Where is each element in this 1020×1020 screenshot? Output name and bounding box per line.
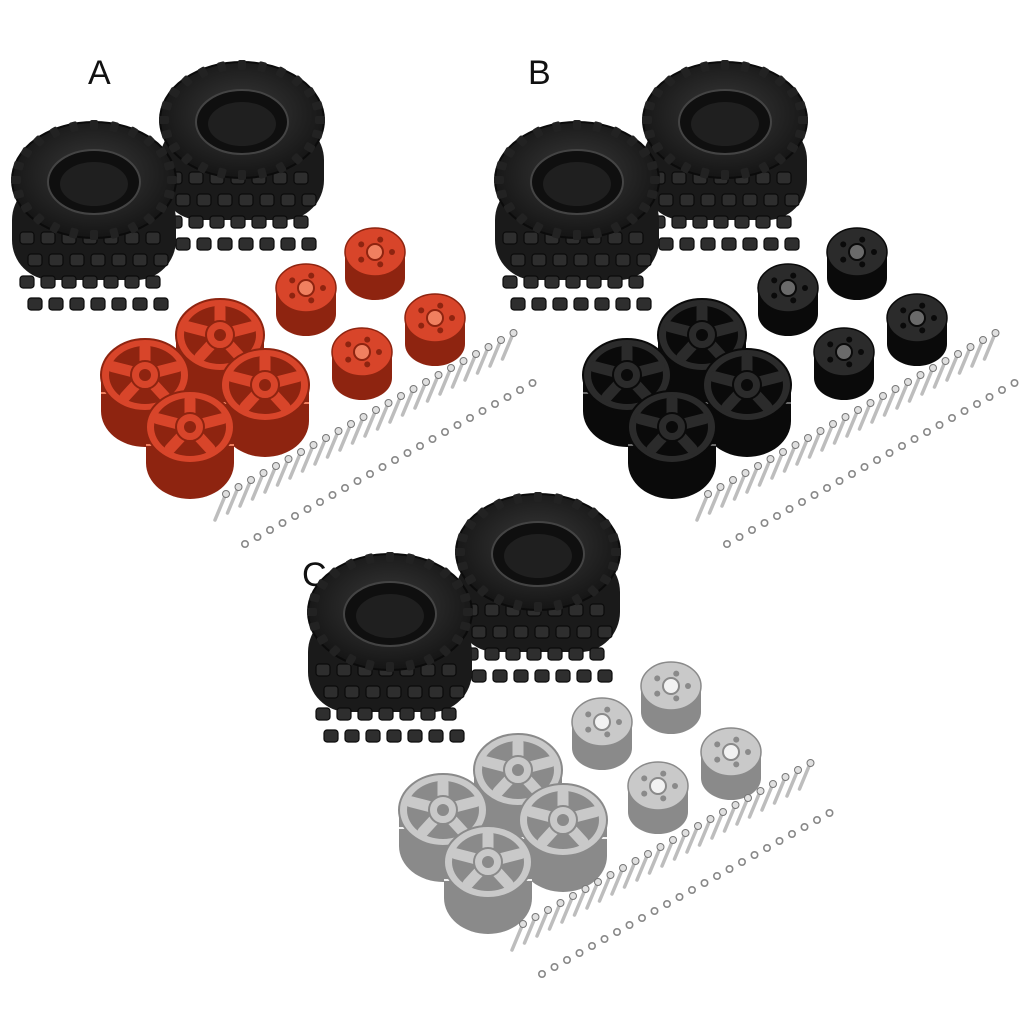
variant-label-b: B: [528, 54, 551, 92]
screw-set-a: [213, 329, 537, 549]
wheel-rim-a-2: [100, 338, 190, 447]
wheel-rim-a-4: [145, 390, 235, 499]
wheel-rim-a-3: [220, 348, 310, 457]
hub-a-4: [331, 327, 393, 400]
tire-c-front: [307, 552, 473, 743]
hub-c-2: [571, 697, 633, 770]
wheel-rim-set-a: [100, 298, 310, 499]
screw-set-b: [695, 329, 1019, 549]
tire-set-b: [494, 60, 808, 311]
tire-c-back: [455, 492, 621, 683]
hub-set-a: [275, 227, 466, 400]
hub-set-c: [571, 661, 762, 834]
tire-set-c: [307, 492, 621, 743]
wheel-rim-b-4: [627, 390, 717, 499]
hub-c-4: [627, 761, 689, 834]
tire-set-a: [11, 60, 325, 311]
hub-c-3: [700, 727, 762, 800]
wheel-rim-c-4: [443, 825, 533, 934]
tire-a-back: [159, 60, 325, 251]
wheel-rim-c-1: [473, 733, 563, 842]
screws-b: [695, 329, 1019, 549]
hub-a-1: [344, 227, 406, 300]
wheel-rim-set-b: [582, 298, 792, 499]
hub-b-3: [886, 293, 948, 366]
tire-a-front: [11, 120, 177, 311]
wheel-rim-b-3: [702, 348, 792, 457]
hub-b-2: [757, 263, 819, 336]
variant-group-a: A: [11, 54, 537, 549]
tire-b-back: [642, 60, 808, 251]
variant-group-b: B: [494, 54, 1019, 549]
hub-set-b: [757, 227, 948, 400]
hub-a-2: [275, 263, 337, 336]
wheel-rim-b-1: [657, 298, 747, 407]
screws-a: [213, 329, 537, 549]
hub-b-4: [813, 327, 875, 400]
variant-label-a: A: [88, 54, 111, 92]
screws-c: [510, 759, 834, 979]
tire-b-front: [494, 120, 660, 311]
wheel-rim-b-2: [582, 338, 672, 447]
variant-group-c: C: [302, 492, 834, 979]
hub-b-1: [826, 227, 888, 300]
screw-set-c: [510, 759, 834, 979]
hub-a-3: [404, 293, 466, 366]
wheel-rim-set-c: [398, 733, 608, 934]
hub-c-1: [640, 661, 702, 734]
wheel-rim-c-2: [398, 773, 488, 882]
wheel-rim-a-1: [175, 298, 265, 407]
wheel-rim-c-3: [518, 783, 608, 892]
